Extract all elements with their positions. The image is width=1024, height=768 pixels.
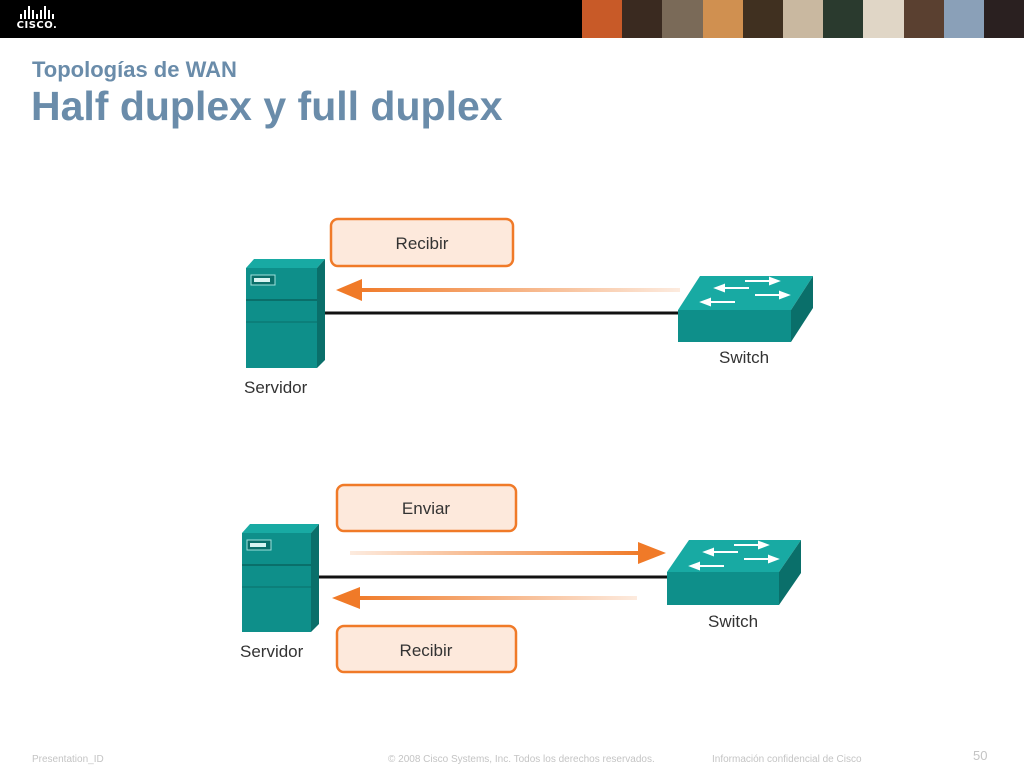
footer-presentation-id: Presentation_ID xyxy=(32,754,104,765)
slide-subtitle: Topologías de WAN xyxy=(32,57,237,82)
full-send-box: Enviar xyxy=(335,483,518,533)
full-duplex-section: Enviar Servidor xyxy=(240,483,801,674)
header-photo xyxy=(742,0,783,38)
full-switch-icon xyxy=(667,540,801,605)
header-photo xyxy=(903,0,944,38)
cisco-logo: CISCO. xyxy=(14,5,60,33)
header-photo xyxy=(782,0,824,38)
full-receive-box: Recibir xyxy=(335,624,518,674)
header-bar: CISCO. xyxy=(0,0,1024,38)
slide-title: Half duplex y full duplex xyxy=(31,83,503,129)
footer-copyright: © 2008 Cisco Systems, Inc. Todos los der… xyxy=(388,754,655,765)
header-photo xyxy=(622,0,663,38)
footer-confidential: Información confidencial de Cisco xyxy=(712,754,862,765)
half-receive-label: Recibir xyxy=(396,234,449,253)
full-server-icon xyxy=(242,524,319,632)
half-switch-label: Switch xyxy=(719,348,769,367)
header-photo xyxy=(702,0,743,38)
header-photo xyxy=(662,0,703,38)
half-server-icon xyxy=(246,259,325,368)
header-photo xyxy=(863,0,904,38)
half-receive-box: Recibir xyxy=(329,217,515,268)
header-photo-strip xyxy=(582,0,1024,38)
cisco-logo-text: CISCO. xyxy=(16,20,58,31)
full-send-label: Enviar xyxy=(402,499,451,518)
full-receive-arrow xyxy=(332,587,637,609)
full-server-label: Servidor xyxy=(240,642,304,661)
half-server-label: Servidor xyxy=(244,378,308,397)
header-photo xyxy=(983,0,1024,38)
header-photo xyxy=(823,0,864,38)
full-send-arrow xyxy=(350,542,666,564)
half-duplex-section: Recibir Servidor xyxy=(244,217,813,397)
full-receive-label: Recibir xyxy=(400,641,453,660)
cisco-logo-bars-icon xyxy=(14,5,60,19)
header-photo xyxy=(582,0,623,38)
full-switch-label: Switch xyxy=(708,612,758,631)
footer-page-number: 50 xyxy=(973,748,988,763)
half-switch-icon xyxy=(678,276,813,342)
half-receive-arrow xyxy=(336,279,680,301)
header-photo xyxy=(943,0,984,38)
